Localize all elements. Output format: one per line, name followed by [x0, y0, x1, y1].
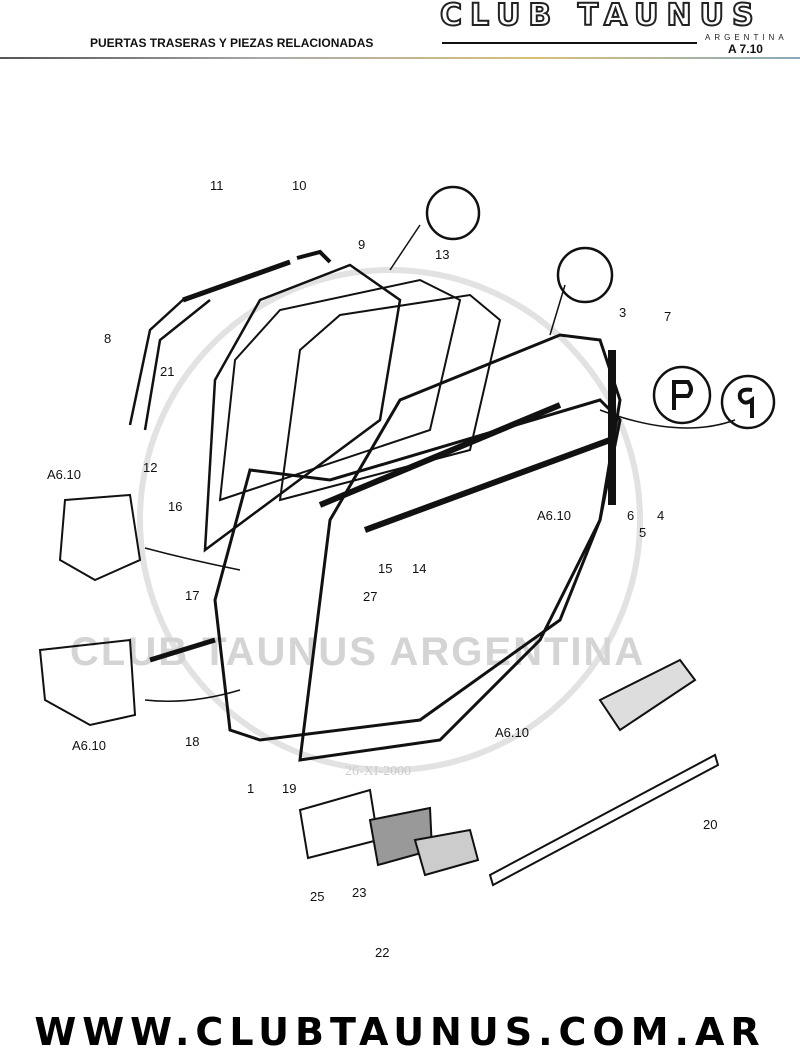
watermark: CLUB TAUNUS ARGENTINA 26-XI-2000	[70, 267, 645, 779]
callout-9: 9	[358, 237, 365, 252]
callout-20: 20	[703, 817, 717, 832]
callout-10: 10	[292, 178, 306, 193]
detail-icons	[425, 185, 776, 430]
callout-14: 14	[412, 561, 426, 576]
part-16-channel	[318, 402, 562, 508]
logo-subtitle: ARGENTINA	[705, 33, 788, 42]
callout-11: 11	[210, 178, 224, 193]
callout-6: 6	[627, 508, 634, 523]
part-14-strip	[363, 437, 612, 533]
part-11-moulding	[182, 259, 291, 303]
clip-p-glyph-icon	[672, 380, 693, 410]
callout-labels: 11 10 9 13 3 7 8 21 12 A6.10 16 A6.10 6 …	[47, 178, 717, 960]
clip-q-glyph-icon	[737, 387, 754, 418]
part-13-glass	[278, 293, 502, 502]
clip-profile-detail-icon	[556, 246, 614, 304]
part-25-gasket	[298, 788, 380, 860]
part-9-frame	[203, 263, 402, 553]
watermark-date: 26-XI-2000	[345, 764, 411, 779]
part-21-strip	[143, 299, 211, 431]
part-20-moulding	[488, 753, 720, 887]
part-handle	[598, 658, 697, 732]
header-rule	[0, 57, 800, 59]
part-17-strip	[149, 637, 216, 663]
part-10-moulding	[296, 249, 332, 264]
callout-a610: A6.10	[72, 738, 106, 753]
seal-profile-detail-icon	[425, 185, 481, 241]
callout-3: 3	[619, 305, 626, 320]
page-reference: A 7.10	[728, 42, 763, 56]
clip-p-detail-icon	[652, 365, 712, 425]
callout-21: 21	[160, 364, 174, 379]
watermark-text: CLUB TAUNUS ARGENTINA	[70, 630, 645, 674]
callout-15: 15	[378, 561, 392, 576]
door-parts	[38, 224, 736, 887]
arrow-lower-hinge	[144, 689, 241, 702]
callout-8: 8	[104, 331, 111, 346]
callout-18: 18	[185, 734, 199, 749]
leader-line	[599, 409, 736, 429]
club-taunus-logo: CLUB TAUNUS	[439, 0, 762, 33]
callout-1: 1	[247, 781, 254, 796]
clip-q-detail-icon	[720, 374, 776, 430]
header-divider	[442, 42, 697, 44]
callout-5: 5	[639, 525, 646, 540]
arrow-upper-hinge	[144, 547, 241, 571]
leader-line	[389, 224, 421, 271]
callout-16: 16	[168, 499, 182, 514]
callout-23: 23	[352, 885, 366, 900]
callout-19: 19	[282, 781, 296, 796]
callout-12: 12	[143, 460, 157, 475]
leader-line	[549, 284, 566, 336]
callout-a610: A6.10	[537, 508, 571, 523]
callout-13: 13	[435, 247, 449, 262]
part-22-cap	[413, 828, 480, 877]
callout-a610: A6.10	[495, 725, 529, 740]
part-12-glass	[218, 278, 462, 502]
upper-hinge	[58, 493, 142, 582]
footer-url: WWW.CLUBTAUNUS.COM.AR	[34, 1010, 766, 1054]
lower-hinge	[38, 638, 137, 727]
callout-a610: A6.10	[47, 467, 81, 482]
callout-17: 17	[185, 588, 199, 603]
callout-4: 4	[657, 508, 664, 523]
callout-7: 7	[664, 309, 671, 324]
part-8-strip	[128, 297, 186, 426]
callout-27: 27	[363, 589, 377, 604]
part-19-seal	[298, 333, 622, 762]
callout-25: 25	[310, 889, 324, 904]
page-title: PUERTAS TRASERAS Y PIEZAS RELACIONADAS	[90, 36, 374, 50]
callout-22: 22	[375, 945, 389, 960]
